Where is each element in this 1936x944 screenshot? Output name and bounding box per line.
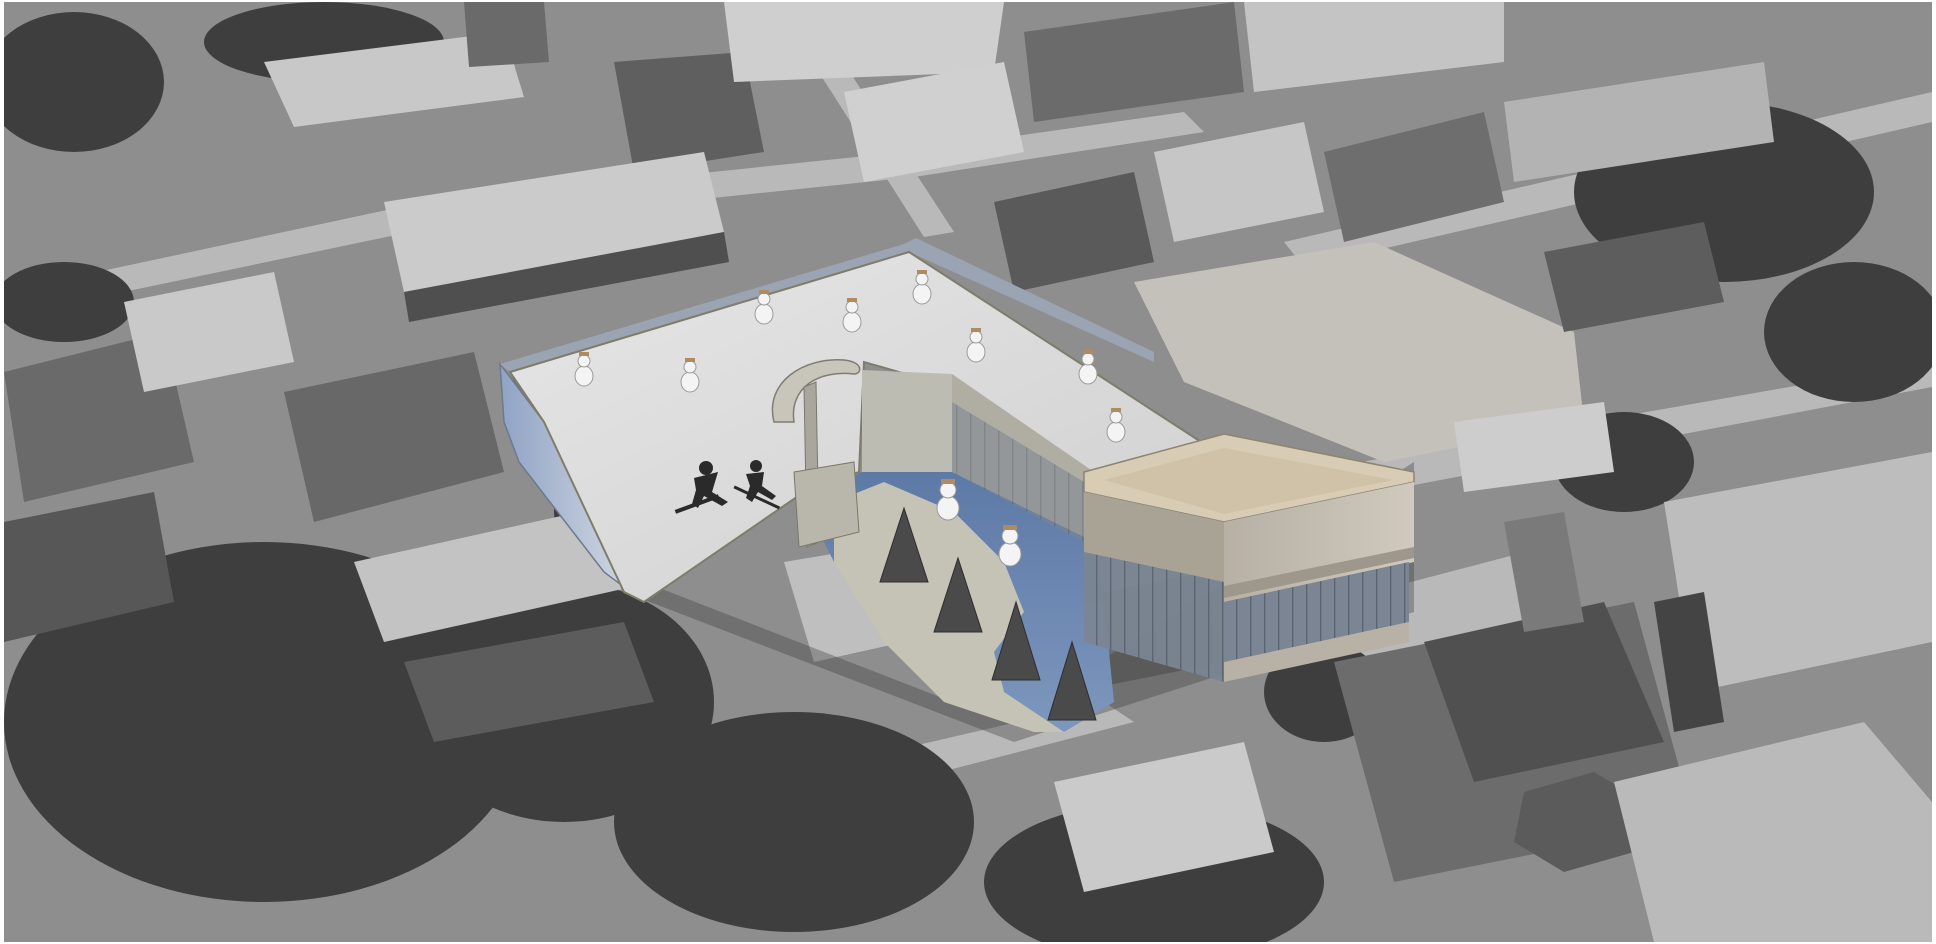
snowman-icon — [936, 479, 960, 521]
skier-silhouettes — [674, 460, 781, 514]
trees-center-bottom — [614, 712, 974, 932]
snowman-icon — [1078, 350, 1098, 385]
building-bottom-right — [1614, 722, 1932, 942]
block-retail-left — [384, 152, 724, 292]
snowman-icon — [998, 525, 1022, 567]
block-top-right-3 — [1244, 2, 1504, 92]
ski-building — [499, 238, 1415, 742]
block-mid-houses — [284, 352, 504, 522]
pine-tree-icon — [1047, 640, 1097, 721]
block-right-row-3 — [1324, 112, 1504, 242]
snowboarder-silhouette — [674, 461, 728, 514]
box-band-front — [1224, 547, 1414, 598]
snowman-icon — [842, 298, 862, 333]
skier-silhouette — [733, 460, 781, 510]
snowman-icon — [1106, 408, 1126, 443]
church-spire — [1654, 592, 1724, 732]
block-top-right-1 — [844, 62, 1024, 182]
block-top-right-2 — [1024, 2, 1244, 122]
church — [1334, 512, 1932, 942]
box-glass-front — [1224, 562, 1409, 662]
block-top-strip — [724, 2, 1004, 82]
snowmen — [574, 270, 1126, 567]
block-far-right — [1664, 452, 1932, 692]
block-top-church-old — [264, 32, 524, 127]
trees-topleft — [4, 12, 164, 152]
block-retail-shadow — [404, 232, 729, 322]
snowman-icon — [754, 290, 774, 325]
block-right-row-1 — [994, 172, 1154, 292]
snowman-icon — [574, 352, 594, 387]
block-right-row-2 — [1154, 122, 1324, 242]
snowman-icon — [966, 328, 986, 363]
curved-ribbon-wall — [771, 359, 861, 423]
pine-tree-icon — [879, 506, 929, 583]
box-base-front — [1224, 622, 1409, 682]
church-octagon-roof — [1514, 772, 1644, 872]
block-bottom-houses — [1054, 742, 1274, 892]
trees-right — [1764, 262, 1932, 402]
church-tower — [1504, 512, 1584, 632]
atrium-glass-wall — [952, 402, 1084, 542]
block-top-tower — [464, 2, 549, 67]
box-roof-top — [1104, 448, 1394, 514]
snowman-icon — [912, 270, 932, 305]
block-right-low — [1454, 402, 1614, 492]
scene-svg — [4, 2, 1932, 942]
block-mid-roofs-2 — [404, 622, 654, 742]
box-glass-left — [1084, 552, 1224, 682]
pine-trees — [879, 506, 1097, 721]
snowman-icon — [680, 358, 700, 393]
pine-tree-icon — [933, 556, 983, 633]
block-right-houses — [1544, 222, 1724, 332]
church-roof — [1424, 602, 1664, 782]
atrium-wall-back — [862, 370, 952, 472]
construction-lot — [1134, 242, 1584, 462]
block-top-center — [614, 52, 764, 172]
trees-left — [4, 262, 134, 342]
block-left-houses-2 — [124, 272, 294, 392]
block-left-houses-3 — [4, 492, 174, 642]
tower-base — [793, 461, 860, 548]
aerial-scene — [4, 2, 1932, 942]
pine-tree-icon — [991, 600, 1041, 681]
block-right-lot — [1504, 62, 1774, 182]
